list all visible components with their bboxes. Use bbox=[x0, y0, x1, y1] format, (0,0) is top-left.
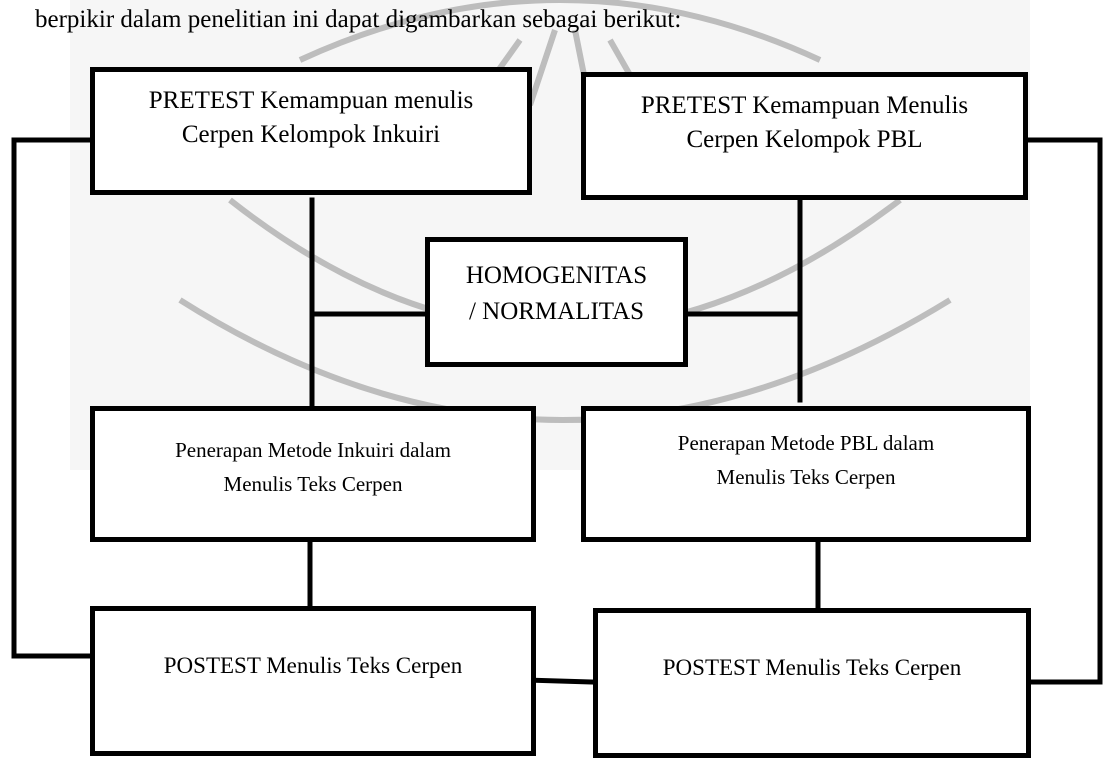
connector-pretest-pbl-to-posttest bbox=[1021, 137, 1103, 685]
penerapan-inkuiri-box: Penerapan Metode Inkuiri dalam Menulis T… bbox=[90, 406, 536, 542]
posttest-pbl-box: POSTEST Menulis Teks Cerpen bbox=[593, 608, 1031, 758]
homogenitas-line2: / NORMALITAS bbox=[468, 298, 645, 325]
pretest-pbl-line2: Cerpen Kelompok PBL bbox=[686, 126, 923, 153]
homogenitas-line1: HOMOGENITAS bbox=[465, 262, 648, 289]
pretest-pbl-line1: PRETEST Kemampuan Menulis bbox=[640, 92, 969, 119]
pretest-inkuiri-line1: PRETEST Kemampuan menulis bbox=[148, 87, 474, 114]
penerapan-pbl-line1: Penerapan Metode PBL dalam bbox=[677, 431, 935, 455]
pretest-inkuiri-box: PRETEST Kemampuan menulis Cerpen Kelompo… bbox=[90, 67, 532, 195]
penerapan-pbl-box: Penerapan Metode PBL dalam Menulis Teks … bbox=[581, 406, 1031, 542]
penerapan-inkuiri-line2: Menulis Teks Cerpen bbox=[223, 472, 403, 496]
penerapan-inkuiri-line1: Penerapan Metode Inkuiri dalam bbox=[175, 438, 451, 462]
homogenitas-normalitas-box: HOMOGENITAS / NORMALITAS bbox=[425, 237, 688, 367]
intro-paragraph: berpikir dalam penelitian ini dapat diga… bbox=[35, 6, 682, 33]
penerapan-pbl-line2: Menulis Teks Cerpen bbox=[716, 465, 896, 489]
posttest-inkuiri-label: POSTEST Menulis Teks Cerpen bbox=[163, 653, 463, 678]
connector-lines bbox=[11, 137, 1103, 685]
pretest-pbl-box: PRETEST Kemampuan Menulis Cerpen Kelompo… bbox=[581, 72, 1028, 200]
connector-posttest-between bbox=[522, 677, 596, 685]
connector-pretest-inkuiri-to-posttest bbox=[11, 137, 103, 659]
posttest-pbl-label: POSTEST Menulis Teks Cerpen bbox=[662, 655, 962, 680]
posttest-inkuiri-box: POSTEST Menulis Teks Cerpen bbox=[90, 606, 536, 756]
pretest-inkuiri-line2: Cerpen Kelompok Inkuiri bbox=[181, 121, 441, 148]
